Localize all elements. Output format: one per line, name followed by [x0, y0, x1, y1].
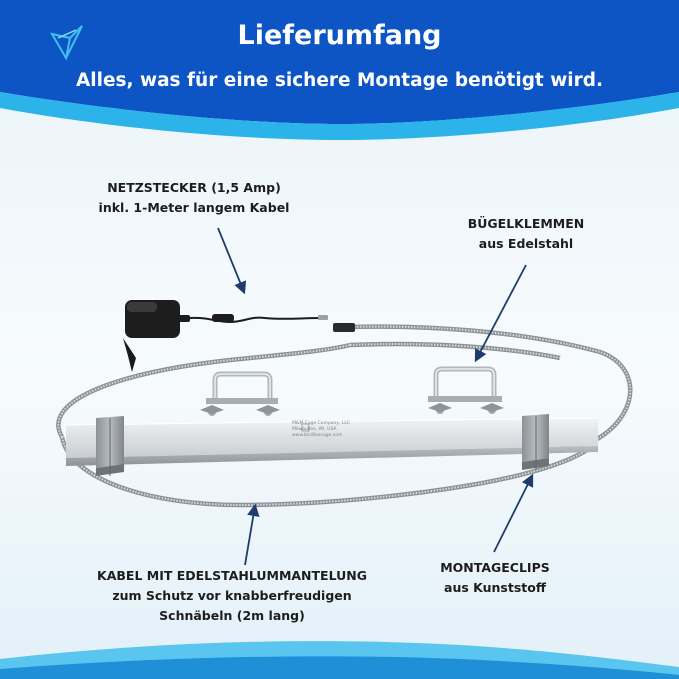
label-cable-detail-2: Schnäbeln (2m lang) — [159, 608, 305, 623]
header-banner — [0, 0, 679, 140]
cable-connector — [333, 323, 355, 332]
arrow-clamps — [474, 264, 527, 363]
braided-cable — [56, 323, 633, 508]
label-clamps-detail: aus Edelstahl — [478, 236, 574, 251]
arrow-clips — [493, 473, 534, 553]
page-subtitle: Alles, was für eine sichere Montage benö… — [75, 70, 604, 91]
light-bar — [65, 417, 599, 466]
label-clamps-title: BÜGELKLEMMEN — [467, 216, 585, 231]
product-label-line: Milwaukee, WI, USA — [292, 427, 337, 432]
product-label: M&M Cage Company, LLC Milwaukee, WI, USA… — [292, 421, 372, 439]
label-clips-detail: aus Kunststoff — [444, 580, 546, 595]
mounting-clip-right — [522, 414, 549, 470]
arrow-plug — [217, 227, 247, 295]
product-label-line: www.birdlikecage.com — [292, 433, 343, 438]
label-cable: KABEL MIT EDELSTAHLUMMANTELUNG zum Schut… — [72, 566, 392, 626]
power-adapter — [123, 300, 328, 372]
label-power-plug: NETZSTECKER (1,5 Amp) inkl. 1-Meter lang… — [84, 178, 304, 218]
label-power-plug-title: NETZSTECKER (1,5 Amp) — [107, 180, 281, 195]
label-clamps: BÜGELKLEMMEN aus Edelstahl — [446, 214, 606, 254]
clamp-right — [428, 366, 504, 414]
label-cable-title: KABEL MIT EDELSTAHLUMMANTELUNG — [97, 568, 367, 583]
mounting-clip-left — [96, 416, 124, 476]
label-clips: MONTAGECLIPS aus Kunststoff — [420, 558, 570, 598]
footer-wave — [0, 641, 679, 679]
label-cable-detail: zum Schutz vor knabberfreudigen — [112, 588, 352, 603]
page-title: Lieferumfang — [237, 20, 442, 51]
product-label-line: M&M Cage Company, LLC — [292, 421, 351, 426]
clamp-left — [200, 371, 280, 416]
label-power-plug-detail: inkl. 1-Meter langem Kabel — [98, 200, 290, 215]
label-clips-title: MONTAGECLIPS — [440, 560, 550, 575]
brand-logo-icon — [49, 25, 83, 61]
arrow-cable — [244, 503, 260, 566]
